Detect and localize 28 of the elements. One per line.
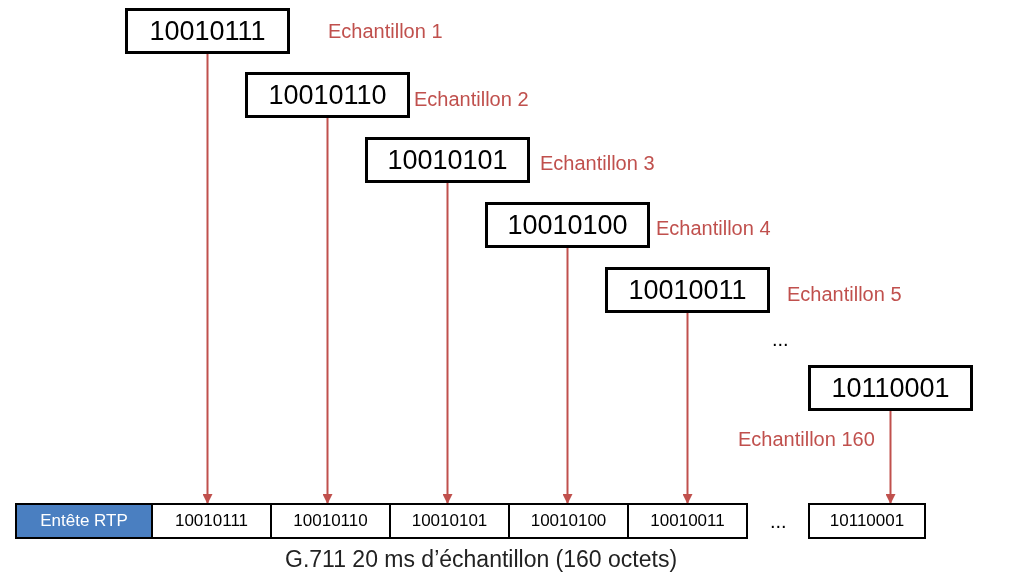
byte-cell: 10010100 (508, 503, 629, 539)
sample-box: 10010110 (245, 72, 410, 118)
ellipsis: ... (770, 510, 787, 533)
sample-label: Echantillon 2 (414, 88, 529, 111)
sample-box: 10110001 (808, 365, 973, 411)
arrow (442, 182, 453, 504)
arrow (322, 117, 333, 504)
byte-cell: 10010111 (151, 503, 272, 539)
sample-label: Echantillon 4 (656, 217, 771, 240)
arrow (885, 410, 896, 504)
sample-label: Echantillon 5 (787, 283, 902, 306)
arrow (682, 312, 693, 504)
sample-label: Echantillon 160 (738, 428, 875, 451)
byte-cell: 10110001 (808, 503, 926, 539)
header-cell: Entête RTP (15, 503, 153, 539)
sample-box: 10010100 (485, 202, 650, 248)
byte-cell: 10010011 (627, 503, 748, 539)
arrow (562, 247, 573, 504)
arrow (202, 53, 213, 504)
byte-cell: 10010110 (270, 503, 391, 539)
caption: G.711 20 ms d’échantillon (160 octets) (285, 546, 678, 573)
sample-box: 10010011 (605, 267, 770, 313)
sample-box: 10010101 (365, 137, 530, 183)
sample-label: Echantillon 3 (540, 152, 655, 175)
sample-label: Echantillon 1 (328, 20, 443, 43)
ellipsis: ... (772, 328, 789, 351)
sample-box: 10010111 (125, 8, 290, 54)
byte-cell: 10010101 (389, 503, 510, 539)
